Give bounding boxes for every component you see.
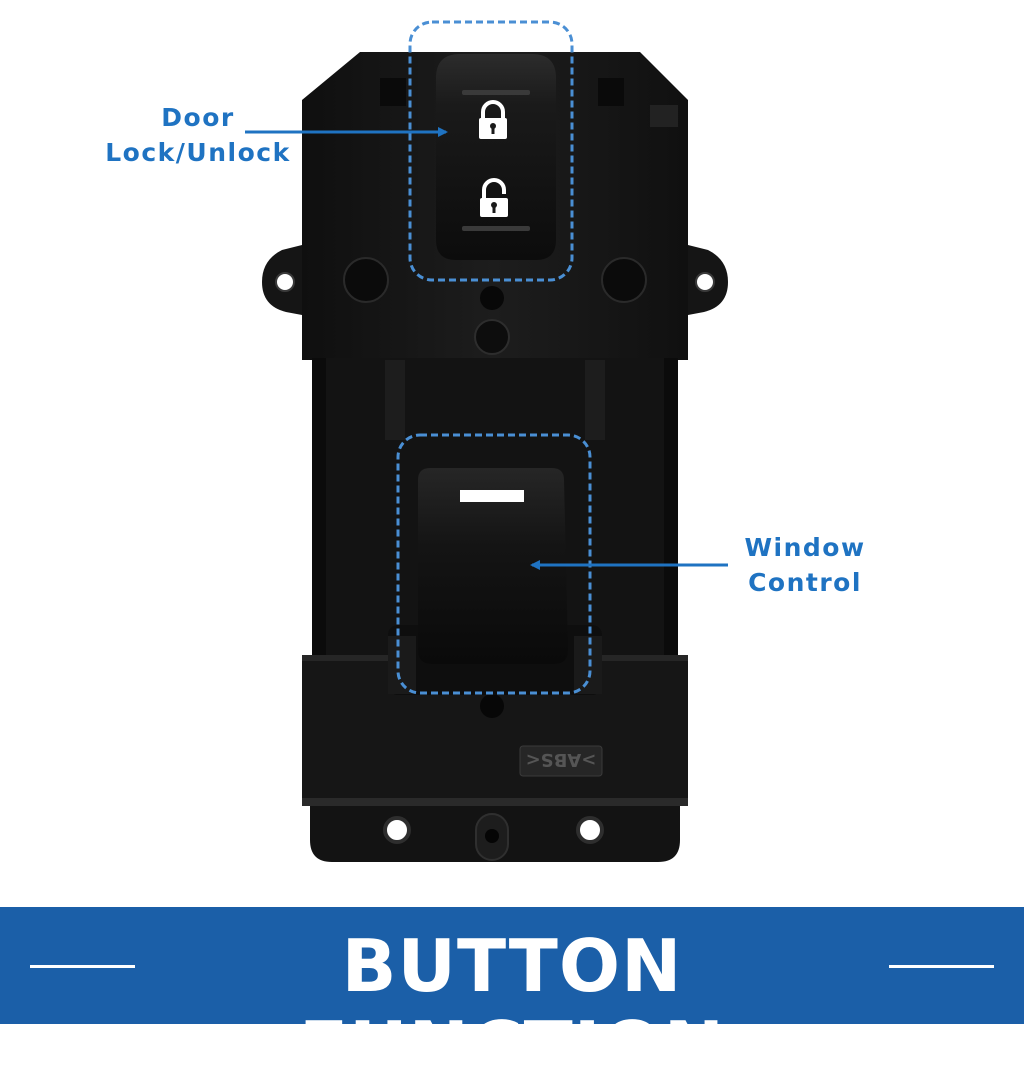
lock-closed-icon [479,100,507,139]
door-lock-rocker[interactable] [436,54,556,260]
product-illustration: >ABS< [245,20,728,862]
abs-marking-text: >ABS< [526,749,597,770]
door-lock-callout-line1: Door [161,103,235,132]
door-lock-callout: Door Lock/Unlock [100,100,296,170]
window-control-callout: Window Control [730,530,880,600]
door-lock-callout-line2: Lock/Unlock [105,138,291,167]
door-lock-highlight [408,20,574,282]
footer-banner: BUTTON FUNCTION [0,907,1024,1090]
window-control-callout-line2: Control [748,568,862,597]
banner-rule-right [889,965,994,968]
lock-open-icon [480,178,508,217]
banner-title: BUTTON FUNCTION [298,924,726,1090]
banner-rule-left [30,965,135,968]
window-control-switch[interactable] [388,468,602,695]
window-control-callout-line1: Window [744,533,866,562]
abs-marking: >ABS< [519,745,603,777]
